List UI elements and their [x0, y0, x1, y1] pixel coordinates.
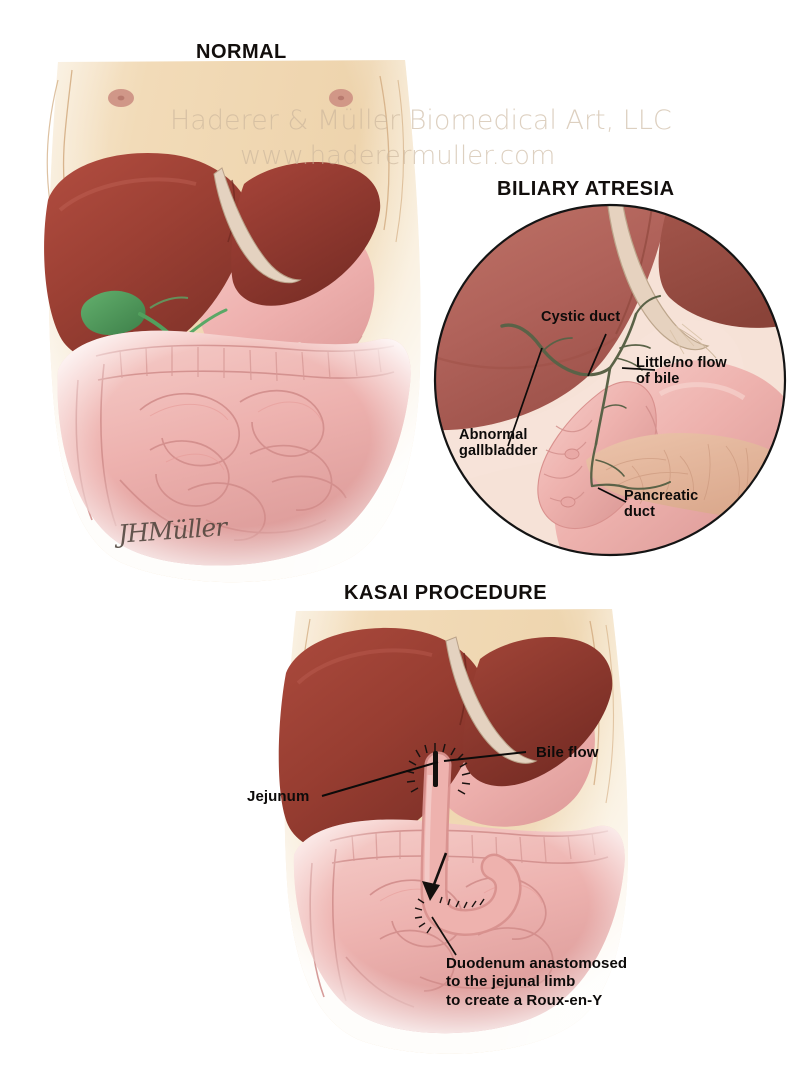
- panel-title-normal: NORMAL: [196, 41, 287, 63]
- label-bile-flow: Bile flow: [536, 744, 599, 761]
- normal-anatomy-figure: [44, 60, 421, 583]
- biliary-atresia-figure: [433, 203, 787, 557]
- atresia-inset-circle-border: [433, 203, 787, 557]
- panel-title-kasai-procedure: KASAI PROCEDURE: [344, 582, 548, 604]
- label-pancreatic-duct: Pancreatic duct: [624, 488, 699, 521]
- intestines: [57, 330, 411, 566]
- label-abnormal-gallbladder: Abnormal gallbladder: [459, 427, 538, 460]
- label-little-no-flow-of-bile: Little/no flow of bile: [636, 355, 727, 388]
- duodenojejunal-sutures: [414, 896, 485, 934]
- bile-flow-arrow: [422, 852, 448, 901]
- nipple-marks: [108, 89, 353, 107]
- label-cystic-duct: Cystic duct: [541, 309, 621, 325]
- label-jejunum: Jejunum: [247, 788, 310, 805]
- label-roux-en-y-note: Duodenum anastomosed to the jejunal limb…: [446, 955, 628, 1009]
- roux-note-leader: [431, 916, 457, 956]
- panel-title-biliary-atresia: BILIARY ATRESIA: [497, 178, 675, 200]
